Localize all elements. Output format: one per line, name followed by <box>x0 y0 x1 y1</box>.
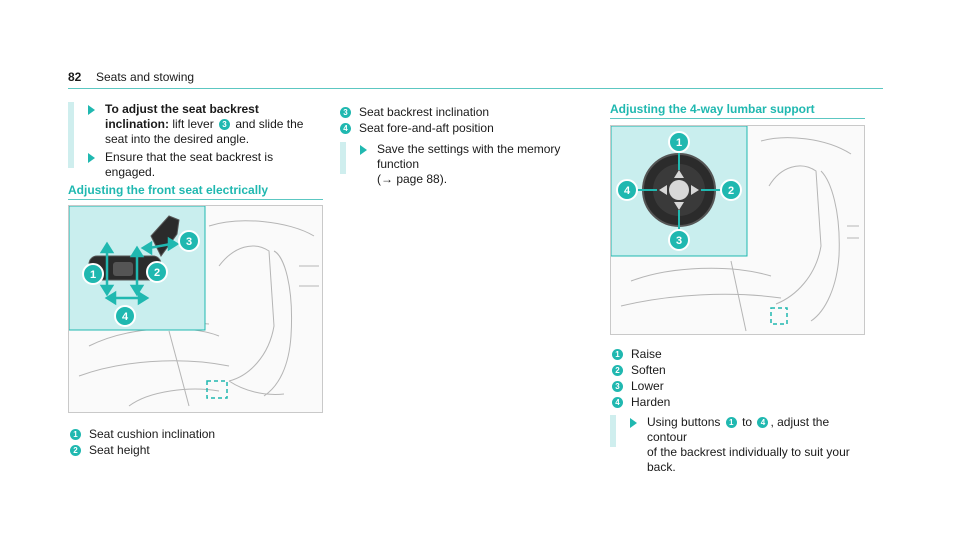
step-heading: To adjust the seat backrest inclination: <box>105 102 259 131</box>
step-arrow-icon <box>630 418 637 428</box>
seat-controls-illustration: 1 2 3 4 <box>69 206 319 407</box>
step-save-memory: Save the settings with the memory functi… <box>340 142 600 186</box>
legend-item: 4 Harden <box>612 394 867 410</box>
callout-3: 3 <box>676 235 682 247</box>
legend-col2: 3 Seat backrest inclination 4 Seat fore-… <box>340 104 600 136</box>
callout-1: 1 <box>676 137 682 149</box>
chapter-title: Seats and stowing <box>96 70 195 84</box>
figure-callouts <box>616 131 742 251</box>
seat-controls-figure: 1 2 3 4 <box>68 205 323 413</box>
legend-badge: 4 <box>340 122 351 134</box>
section-title-electric-seat: Adjusting the front seat electrically <box>68 183 269 197</box>
step-arrow-icon <box>88 153 95 163</box>
position-marker <box>206 380 228 399</box>
step-bar <box>610 415 616 447</box>
callout-badge: 4 <box>757 417 769 428</box>
step-bar <box>340 142 346 174</box>
legend-item: 1 Raise <box>612 346 867 362</box>
step-arrow-icon <box>88 105 95 115</box>
step-ensure-engaged: Ensure that the seat backrest is engaged… <box>68 150 323 179</box>
legend-label: Soften <box>631 363 666 377</box>
callout-2: 2 <box>728 185 734 197</box>
legend-col3: 1 Raise 2 Soften 3 Lower 4 Harden <box>612 346 867 410</box>
callout-3: 3 <box>186 236 192 248</box>
page-reference-link[interactable]: (→ page 88). <box>377 172 448 186</box>
legend-label: Seat backrest inclination <box>359 105 490 119</box>
step-text-a: lift lever <box>172 117 214 131</box>
lumbar-switch-icon <box>642 153 716 227</box>
callout-badge: 1 <box>725 417 737 428</box>
legend-badge: 2 <box>612 364 623 376</box>
callout-4: 4 <box>624 185 631 197</box>
legend-badge: 3 <box>340 106 351 118</box>
legend-item: 1 Seat cushion inclination <box>70 426 325 442</box>
step-text-b: and slide the seat into the desired angl… <box>105 117 304 146</box>
section-rule <box>610 118 865 119</box>
step-text-b: to <box>742 415 753 429</box>
step-arrow-icon <box>360 145 367 155</box>
step-bar <box>68 150 74 168</box>
lumbar-illustration: 1 2 3 4 <box>611 126 859 332</box>
legend-label: Seat cushion inclination <box>89 427 216 441</box>
down-arrow-icon <box>674 202 684 210</box>
legend-badge: 1 <box>612 348 623 360</box>
step-text-c: , adjust the contour <box>647 415 830 444</box>
legend-item: 4 Seat fore-and-aft position <box>340 120 600 136</box>
step-text: Save the settings with the memory functi… <box>377 142 600 187</box>
callout-1: 1 <box>90 269 96 281</box>
page-number: 82 <box>68 70 82 84</box>
step-text: Ensure that the seat backrest is engaged… <box>105 150 274 179</box>
step-text: Using buttons 1 to 4, adjust the contour… <box>647 415 870 475</box>
callout-4: 4 <box>122 311 129 323</box>
legend-item: 2 Soften <box>612 362 867 378</box>
legend-item: 3 Seat backrest inclination <box>340 104 600 120</box>
section-rule <box>68 199 323 200</box>
legend-item: 2 Seat height <box>70 442 325 458</box>
lumbar-figure: 1 2 3 4 <box>610 125 865 335</box>
step-line-1: Save the settings with the memory functi… <box>377 142 561 171</box>
legend-label: Lower <box>631 379 664 393</box>
step-backrest-inclination: To adjust the seat backrest inclination:… <box>68 102 323 150</box>
step-line-1: Using buttons 1 to 4, adjust the contour <box>647 415 870 445</box>
legend-label: Seat fore-and-aft position <box>359 121 494 135</box>
step-adjust-contour: Using buttons 1 to 4, adjust the contour… <box>610 415 870 474</box>
legend-badge: 3 <box>612 380 623 392</box>
section-title-lumbar: Adjusting the 4-way lumbar support <box>610 102 815 116</box>
callout-2: 2 <box>154 267 160 279</box>
legend-item: 3 Lower <box>612 378 867 394</box>
step-bar <box>68 102 74 150</box>
figure-callouts <box>82 230 200 327</box>
up-arrow-icon <box>674 170 684 178</box>
legend-badge: 4 <box>612 396 623 408</box>
legend-badge: 1 <box>70 428 81 440</box>
legend-label: Harden <box>631 395 671 409</box>
legend-badge: 2 <box>70 444 81 456</box>
callout-badge: 3 <box>219 119 231 130</box>
left-arrow-icon <box>659 185 667 195</box>
position-marker <box>770 307 788 325</box>
right-arrow-icon <box>691 185 699 195</box>
step-line-2: of the backrest individually to suit you… <box>647 445 850 474</box>
legend-label: Raise <box>631 347 662 361</box>
legend-label: Seat height <box>89 443 150 457</box>
step-text-a: Using buttons <box>647 415 721 429</box>
header-rule <box>68 88 883 89</box>
legend-col1: 1 Seat cushion inclination 2 Seat height <box>70 426 325 458</box>
step-text: To adjust the seat backrest inclination:… <box>105 102 323 147</box>
